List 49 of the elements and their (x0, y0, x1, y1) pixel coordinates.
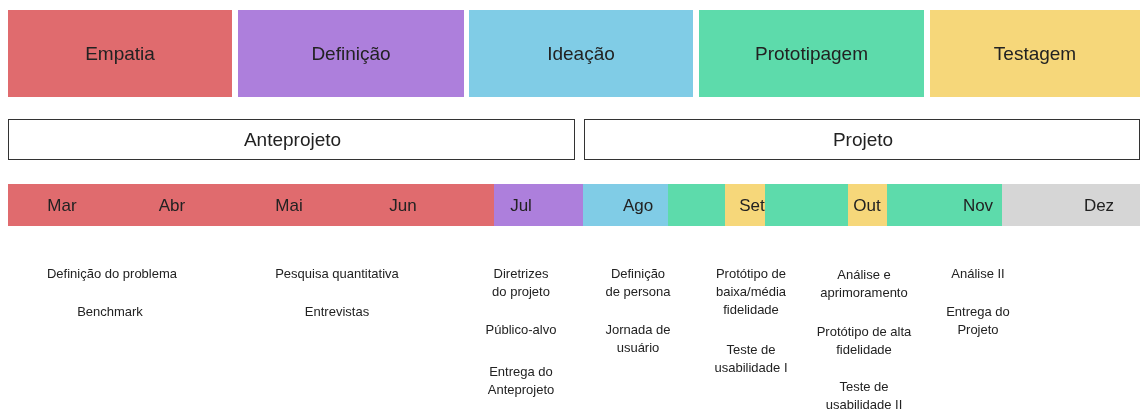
month-bar (583, 184, 668, 226)
task-label: Entrega do Anteprojeto (486, 363, 556, 399)
month-bar (668, 184, 725, 226)
phase-box (238, 10, 464, 97)
month-bar (848, 184, 887, 226)
phase-group-box (8, 119, 575, 160)
task-label: Público-alvo (484, 321, 558, 339)
month-label: Jul (510, 194, 532, 216)
task-label: Definição do problema (45, 265, 179, 283)
task-label: Teste de usabilidade I (713, 341, 789, 377)
task-label: Entrega do Projeto (945, 303, 1011, 339)
task-label: Protótipo de alta fidelidade (815, 323, 913, 359)
phase-label: Definição (311, 42, 391, 65)
phase-box (469, 10, 693, 97)
month-label: Ago (622, 194, 654, 216)
month-label: Out (853, 194, 881, 216)
phase-box (930, 10, 1140, 97)
task-label: Teste de usabilidade II (824, 378, 904, 414)
phase-box (699, 10, 924, 97)
task-label: Análise e aprimoramento (819, 266, 909, 302)
month-bar (765, 184, 848, 226)
month-label: Set (739, 194, 765, 216)
phase-box (8, 10, 232, 97)
phase-label: Anteprojeto (243, 127, 342, 151)
month-label: Dez (1083, 194, 1115, 216)
task-label: Benchmark (76, 303, 144, 321)
phase-label: Projeto (832, 127, 894, 151)
month-bar (887, 184, 1002, 226)
month-bar (1002, 184, 1140, 226)
task-label: Diretrizes do projeto (491, 265, 551, 301)
month-bar (494, 184, 583, 226)
phase-group-box (584, 119, 1140, 160)
month-label: Jun (389, 194, 417, 216)
month-label: Abr (158, 194, 186, 216)
task-label: Protótipo de baixa/média fidelidade (714, 265, 788, 319)
task-label: Jornada de usuário (604, 321, 672, 357)
month-bar (725, 184, 765, 226)
task-label: Pesquisa quantitativa (274, 265, 400, 283)
phase-label: Testagem (993, 42, 1077, 65)
phase-label: Empatia (85, 42, 155, 65)
phase-label: Prototipagem (755, 42, 868, 65)
task-label: Definição de persona (604, 265, 672, 301)
task-label: Entrevistas (303, 303, 371, 321)
month-bar (8, 184, 494, 226)
month-label: Mar (47, 194, 77, 216)
phase-label: Ideação (547, 42, 615, 65)
month-label: Nov (962, 194, 994, 216)
task-label: Análise II (950, 265, 1006, 283)
month-label: Mai (275, 194, 303, 216)
